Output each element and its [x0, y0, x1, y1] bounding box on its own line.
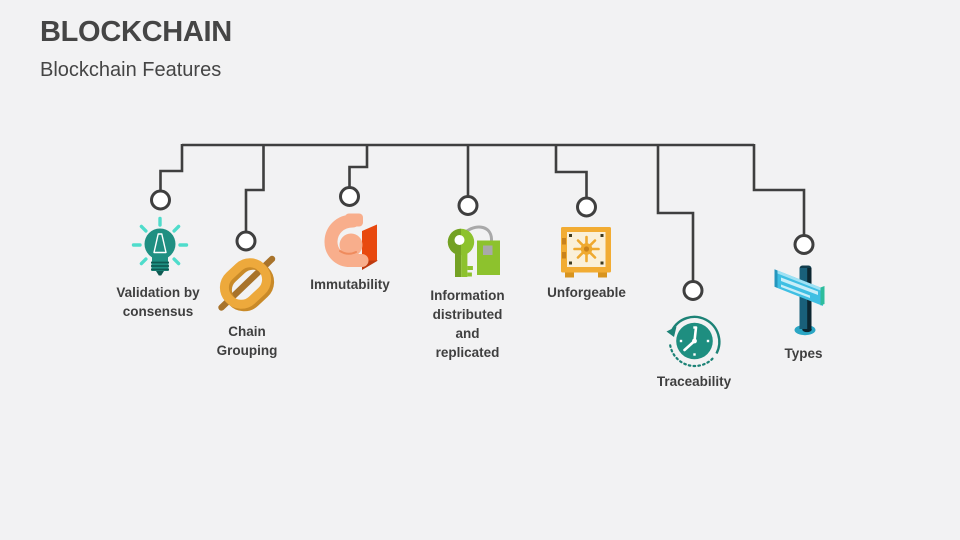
connector-tree [159, 143, 806, 281]
key-with-tag-icon [447, 225, 500, 277]
chain-link-icon [218, 255, 276, 312]
feature-label-chain-grouping: Chain Grouping [216, 324, 278, 358]
slide-title: BLOCKCHAIN [40, 16, 232, 48]
branch-line-5 [554, 145, 588, 198]
branch-line-2 [244, 145, 265, 232]
branch-node [339, 186, 360, 207]
feature-label-traceability: Traceability [656, 374, 732, 389]
feature-label-information-distributed: Information distributed and replicated [430, 288, 505, 360]
branch-line-3 [348, 145, 369, 187]
signpost-icon [774, 265, 825, 336]
connector-nodes [150, 186, 815, 301]
slide-subtitle: Blockchain Features [40, 59, 222, 81]
branch-node [235, 230, 257, 252]
safe-vault-icon [561, 227, 611, 278]
branch-line-1 [159, 144, 184, 191]
branch-node [457, 195, 479, 216]
branch-node [150, 189, 171, 211]
branch-line-6 [656, 145, 695, 281]
feature-label-unforgeable: Unforgeable [547, 285, 626, 300]
branch-line-7 [752, 144, 806, 235]
branch-node [576, 196, 597, 218]
flexed-arm-icon [324, 213, 378, 270]
branch-node [793, 234, 815, 255]
feature-label-immutability: Immutability [310, 277, 390, 292]
lightbulb-idea-icon [131, 216, 189, 276]
feature-label-types: Types [784, 346, 823, 361]
feature-label-validation-by-consensus: Validation by consensus [116, 285, 200, 319]
clock-history-icon [666, 315, 721, 368]
branch-node [682, 280, 704, 301]
